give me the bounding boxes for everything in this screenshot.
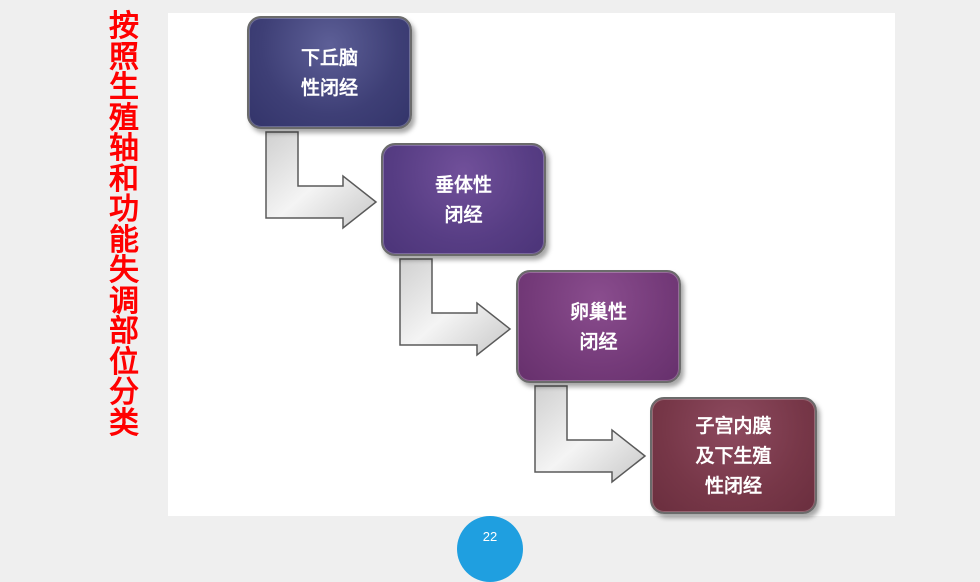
bent-arrow-2 (399, 258, 512, 357)
bent-arrow-3 (534, 385, 647, 484)
step-label: 垂体性 闭经 (434, 173, 492, 226)
side-title-char: 部 (109, 314, 139, 349)
side-title-char: 生 (109, 70, 139, 105)
side-title: 按 照 生 殖 轴 和 功 能 失 调 部 位 分 类 (98, 9, 150, 441)
step-label: 子宫内膜 及下生殖 性闭经 (695, 414, 772, 497)
step-box-uterine: 子宫内膜 及下生殖 性闭经 (650, 397, 817, 514)
side-title-char: 类 (109, 405, 139, 441)
bent-arrows (265, 131, 647, 484)
side-title-char: 轴 (109, 131, 139, 166)
step-label: 下丘脑 性闭经 (300, 46, 358, 99)
page-number: 22 (482, 529, 498, 544)
side-title-char: 按 (109, 9, 139, 44)
step-box-hypothalamic: 下丘脑 性闭经 (247, 16, 412, 129)
side-title-char: 调 (109, 283, 139, 319)
side-title-char: 照 (109, 39, 139, 75)
step-box-pituitary: 垂体性 闭经 (381, 143, 546, 256)
bent-arrow-1 (265, 131, 378, 230)
side-title-char: 失 (109, 253, 139, 288)
side-title-char: 能 (109, 222, 139, 258)
step-label: 卵巢性 闭经 (569, 300, 627, 353)
side-title-char: 和 (109, 161, 139, 197)
side-title-char: 殖 (109, 100, 139, 136)
page-number-badge: 22 (457, 516, 523, 582)
step-box-ovarian: 卵巢性 闭经 (516, 270, 681, 383)
side-title-char: 分 (109, 375, 139, 410)
side-title-char: 位 (109, 344, 139, 380)
side-title-char: 功 (109, 192, 139, 227)
